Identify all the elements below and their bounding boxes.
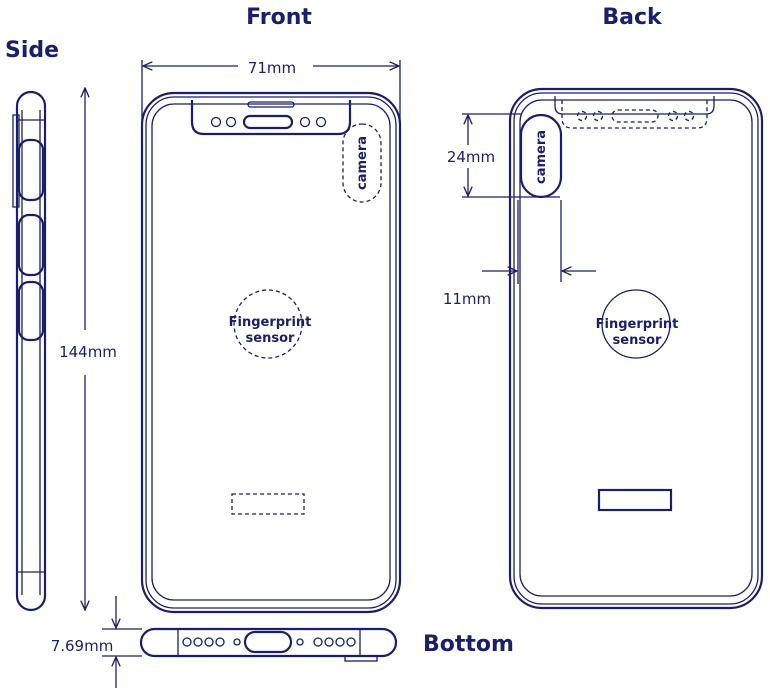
front-speaker-top	[247, 101, 295, 108]
front-sensor-dot	[299, 116, 311, 128]
back-panel	[519, 99, 753, 597]
front-bottom-slot	[231, 493, 305, 515]
back-sensor-dot	[592, 110, 604, 122]
front-screen	[151, 103, 391, 601]
speaker-hole	[193, 637, 203, 647]
microphone-hole	[346, 637, 356, 647]
back-fingerprint-label-line2: sensor	[613, 333, 662, 348]
width-dimension: 71mm	[248, 59, 296, 77]
front-sensor-dot	[315, 116, 327, 128]
back-outline	[508, 87, 764, 610]
charging-port	[243, 630, 293, 654]
back-sensor-dot	[576, 110, 588, 122]
back-sensor-dot	[667, 110, 679, 122]
front-view	[140, 91, 402, 614]
front-view-title: Front	[246, 5, 312, 30]
back-camera-label: camera	[534, 130, 549, 184]
back-sensor-dot	[683, 110, 695, 122]
back-fingerprint-sensor	[601, 289, 671, 359]
screw-hole	[296, 638, 304, 646]
back-fingerprint-label-line1: Fingerprint	[596, 317, 679, 332]
height-dimension: 144mm	[59, 343, 117, 361]
speaker-hole	[215, 637, 225, 647]
microphone-hole	[324, 637, 334, 647]
front-fingerprint-label-line2: sensor	[246, 331, 295, 346]
bottom-view	[139, 627, 398, 662]
front-fingerprint-outline	[233, 289, 303, 359]
side-outline	[15, 90, 47, 612]
side-view	[12, 90, 47, 612]
back-notch	[554, 96, 715, 115]
back-earpiece	[611, 109, 659, 123]
back-notch-inner	[561, 100, 708, 129]
thickness-dimension: 7.69mm	[51, 637, 114, 655]
front-notch	[190, 100, 352, 136]
volume-down-button	[17, 280, 45, 342]
speaker-hole	[204, 637, 214, 647]
back-outline-inner	[513, 92, 759, 605]
back-view	[508, 87, 764, 610]
front-camera-label: camera	[355, 136, 370, 190]
front-sensor-dot	[210, 116, 222, 128]
back-bottom-slot	[597, 488, 673, 512]
camera-offset-dimension: 11mm	[443, 290, 491, 308]
side-view-title: Side	[5, 38, 59, 63]
bottom-view-title: Bottom	[423, 632, 514, 657]
bottom-tab	[344, 655, 378, 662]
front-outline-inner	[145, 96, 397, 609]
volume-up-button	[17, 213, 45, 277]
camera-height-dimension: 24mm	[447, 148, 495, 166]
microphone-hole	[335, 637, 345, 647]
speaker-hole	[182, 637, 192, 647]
screw-hole	[233, 638, 241, 646]
microphone-hole	[313, 637, 323, 647]
front-outline	[140, 91, 402, 614]
bottom-outline	[139, 627, 398, 658]
side-button-top	[17, 138, 45, 202]
back-view-title: Back	[602, 5, 663, 30]
front-earpiece	[242, 114, 294, 130]
front-sensor-dot	[225, 116, 237, 128]
front-fingerprint-label-line1: Fingerprint	[229, 315, 312, 330]
front-camera-outline	[342, 123, 382, 203]
